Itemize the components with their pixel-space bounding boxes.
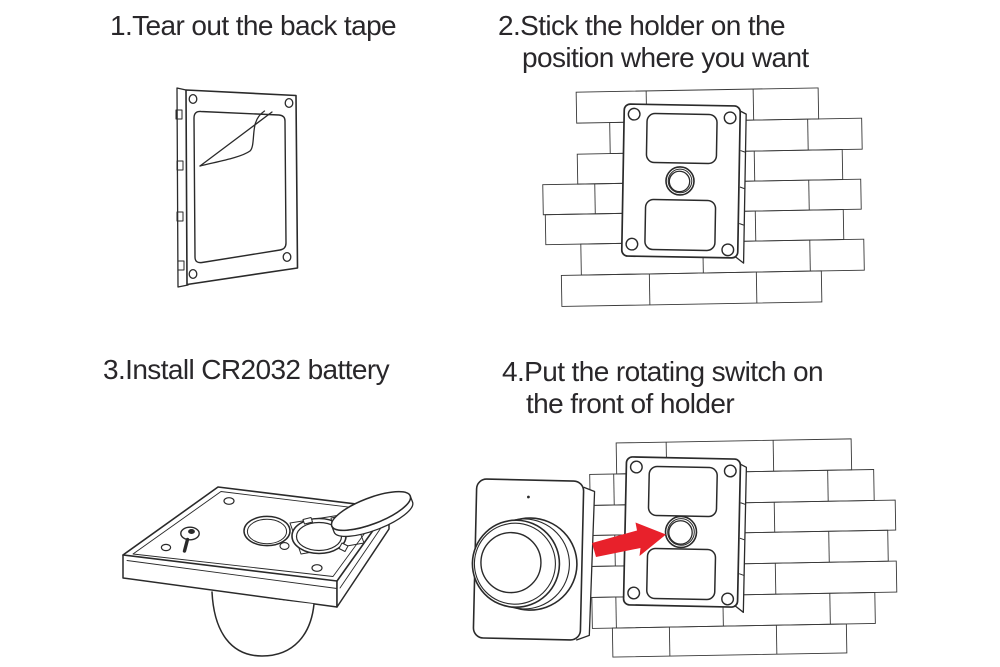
screw-hole <box>282 251 292 263</box>
panel-top-face <box>122 486 390 582</box>
step-1-title-line: 1.Tear out the back tape <box>110 10 397 41</box>
step-2-title: 2.Stick the holder on the position where… <box>498 10 809 74</box>
screw-hole <box>160 543 172 552</box>
side-rim-line <box>126 560 338 589</box>
panel-inner-rim <box>132 491 382 577</box>
step-4-title: 4.Put the rotating switch on the front o… <box>502 356 824 420</box>
step-1-title: 1.Tear out the back tape <box>110 10 397 42</box>
step1-illustration <box>175 87 299 288</box>
cr2032-battery <box>330 490 414 538</box>
step-4-title-line: 4.Put the rotating switch on <box>502 356 824 387</box>
step2-illustration <box>542 87 865 307</box>
back-tape <box>193 110 287 264</box>
plate-side-edge <box>176 87 189 288</box>
side-clip <box>177 260 185 271</box>
step-3-title-line: 3.Install CR2032 battery <box>103 354 390 385</box>
rotating-switch-front <box>471 478 596 641</box>
knob-face <box>480 531 542 594</box>
knob-dome <box>211 591 315 657</box>
wall-holder-plate <box>620 103 747 264</box>
tape-peel-fold <box>199 111 273 167</box>
reset-keyhole <box>180 526 200 553</box>
screw-hole <box>284 97 294 109</box>
step-2-title-line: 2.Stick the holder on the <box>498 10 786 41</box>
step3-illustration <box>122 486 414 657</box>
step4-illustration <box>471 438 898 658</box>
tape-peel-curl <box>199 110 266 167</box>
indicator-dot <box>527 495 530 499</box>
step-4-title-line: the front of holder <box>526 388 735 419</box>
screw-hole <box>188 93 198 105</box>
screw-hole <box>188 268 198 280</box>
side-clip <box>175 109 183 120</box>
side-clip <box>176 160 184 171</box>
screw-hole <box>311 564 323 572</box>
screw-hole <box>223 497 235 505</box>
latch-notch <box>279 542 290 550</box>
center-recess <box>243 515 291 547</box>
step-3-title: 3.Install CR2032 battery <box>103 354 390 386</box>
plate-front-face <box>185 89 299 286</box>
wall-holder-plate <box>622 456 748 613</box>
knob-rim <box>471 519 561 609</box>
knob-rim-inner <box>473 522 556 605</box>
direction-arrow-icon <box>592 522 666 557</box>
side-clip <box>176 211 184 222</box>
step-2-title-line: position where you want <box>522 42 809 73</box>
